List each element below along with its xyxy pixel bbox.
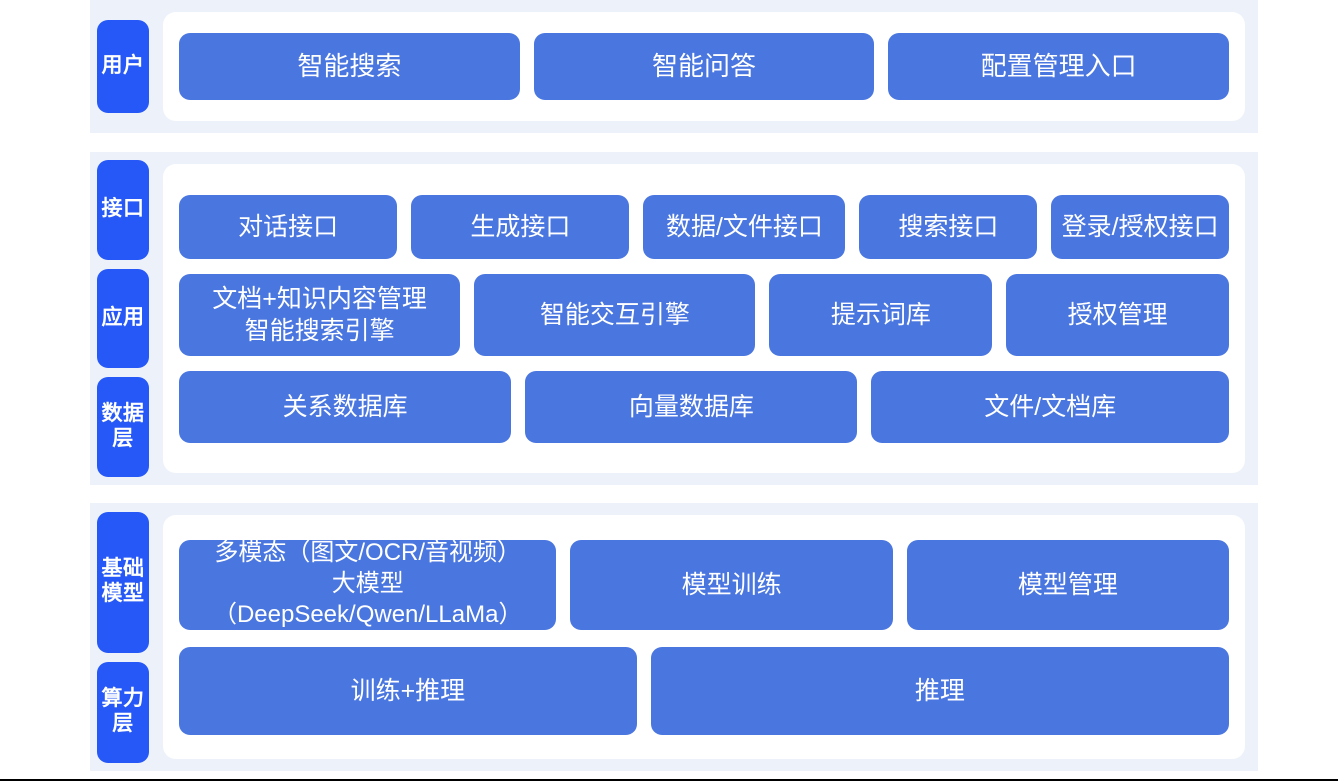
row-compute-resources: 训练+推理 推理 (179, 646, 1229, 735)
card-login-auth-interface[interactable]: 登录/授权接口 (1051, 194, 1229, 259)
section-platform: 接口 应用 数据层 对话接口 生成接口 数据/文件接口 搜索接口 登录/授权接口… (90, 152, 1258, 485)
row-interfaces: 对话接口 生成接口 数据/文件接口 搜索接口 登录/授权接口 (179, 194, 1229, 259)
card-search-interface[interactable]: 搜索接口 (859, 194, 1038, 259)
section-infrastructure: 基础模型 算力层 多模态（图文/OCR/音视频） 大模型（DeepSeek/Qw… (90, 503, 1258, 771)
layer-label-data: 数据层 (97, 377, 149, 478)
card-intelligent-search[interactable]: 智能搜索 (179, 33, 520, 100)
row-foundation-models: 多模态（图文/OCR/音视频） 大模型（DeepSeek/Qwen/LLaMa）… (179, 539, 1230, 630)
layer-label-user: 用户 (97, 20, 149, 113)
card-intelligent-qa[interactable]: 智能问答 (533, 33, 875, 100)
section-platform-panel: 对话接口 生成接口 数据/文件接口 搜索接口 登录/授权接口 文档+知识内容管理… (163, 164, 1245, 473)
card-model-management[interactable]: 模型管理 (906, 539, 1230, 630)
row-user-entrypoints: 智能搜索 智能问答 配置管理入口 (179, 33, 1230, 100)
layer-label-application: 应用 (97, 268, 149, 369)
bottom-divider (0, 779, 1338, 781)
card-prompt-library[interactable]: 提示词库 (769, 273, 993, 356)
card-model-training[interactable]: 模型训练 (570, 539, 893, 630)
layer-label-interface: 接口 (97, 160, 149, 260)
card-generation-interface[interactable]: 生成接口 (411, 194, 630, 259)
layer-label-foundation-model: 基础模型 (97, 511, 149, 653)
card-interactive-engine[interactable]: 智能交互引擎 (474, 273, 756, 356)
section-infrastructure-label-column: 基础模型 算力层 (90, 503, 156, 771)
section-platform-label-column: 接口 应用 数据层 (90, 152, 156, 485)
layer-label-compute: 算力层 (97, 661, 149, 763)
card-authorization-management[interactable]: 授权管理 (1006, 273, 1229, 356)
card-doc-knowledge-management[interactable]: 文档+知识内容管理 智能搜索引擎 (179, 273, 461, 356)
card-relational-database[interactable]: 关系数据库 (179, 370, 512, 443)
section-user-label-column: 用户 (90, 0, 156, 133)
card-multimodal-large-model[interactable]: 多模态（图文/OCR/音视频） 大模型（DeepSeek/Qwen/LLaMa） (179, 539, 557, 630)
card-config-management-entry[interactable]: 配置管理入口 (888, 33, 1230, 100)
card-dialog-interface[interactable]: 对话接口 (179, 194, 398, 259)
section-user-panel: 智能搜索 智能问答 配置管理入口 (163, 12, 1245, 121)
section-infrastructure-panel: 多模态（图文/OCR/音视频） 大模型（DeepSeek/Qwen/LLaMa）… (163, 515, 1245, 759)
card-inference[interactable]: 推理 (650, 646, 1229, 735)
card-data-file-interface[interactable]: 数据/文件接口 (643, 194, 846, 259)
row-data-stores: 关系数据库 向量数据库 文件/文档库 (179, 370, 1229, 443)
section-user: 用户 智能搜索 智能问答 配置管理入口 (90, 0, 1258, 133)
card-vector-database[interactable]: 向量数据库 (525, 370, 858, 443)
card-file-document-store[interactable]: 文件/文档库 (871, 370, 1229, 443)
card-training-inference[interactable]: 训练+推理 (179, 646, 637, 735)
row-applications: 文档+知识内容管理 智能搜索引擎 智能交互引擎 提示词库 授权管理 (179, 273, 1229, 356)
